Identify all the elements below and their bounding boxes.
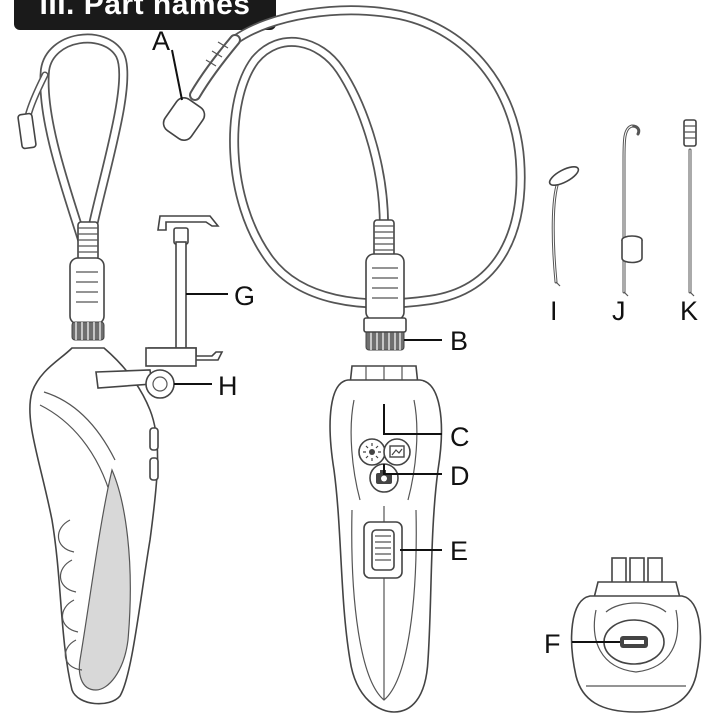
label-c: C xyxy=(450,422,470,452)
label-j: J xyxy=(612,296,626,326)
label-f: F xyxy=(544,629,561,659)
label-e: E xyxy=(450,536,468,566)
photo-icon xyxy=(389,445,405,458)
label-i: I xyxy=(550,296,558,326)
label-b: B xyxy=(450,326,468,356)
usb-port-icon xyxy=(620,636,648,648)
label-g: G xyxy=(234,281,255,311)
led-brightness-icon xyxy=(363,443,381,461)
accessory-mirror xyxy=(548,166,580,287)
phone-holder xyxy=(145,215,224,367)
accessory-magnet xyxy=(683,119,697,297)
label-d: D xyxy=(450,461,470,491)
front-view-device xyxy=(162,5,526,713)
label-h: H xyxy=(218,371,238,401)
section-title: III. Part names xyxy=(39,0,251,21)
bottom-view-device xyxy=(570,557,702,713)
section-header: III. Part names xyxy=(14,0,276,30)
side-view-device xyxy=(17,33,159,705)
holder-clamp xyxy=(95,369,175,399)
label-k: K xyxy=(680,296,698,326)
label-a: A xyxy=(152,26,170,56)
accessory-hook xyxy=(621,124,643,297)
